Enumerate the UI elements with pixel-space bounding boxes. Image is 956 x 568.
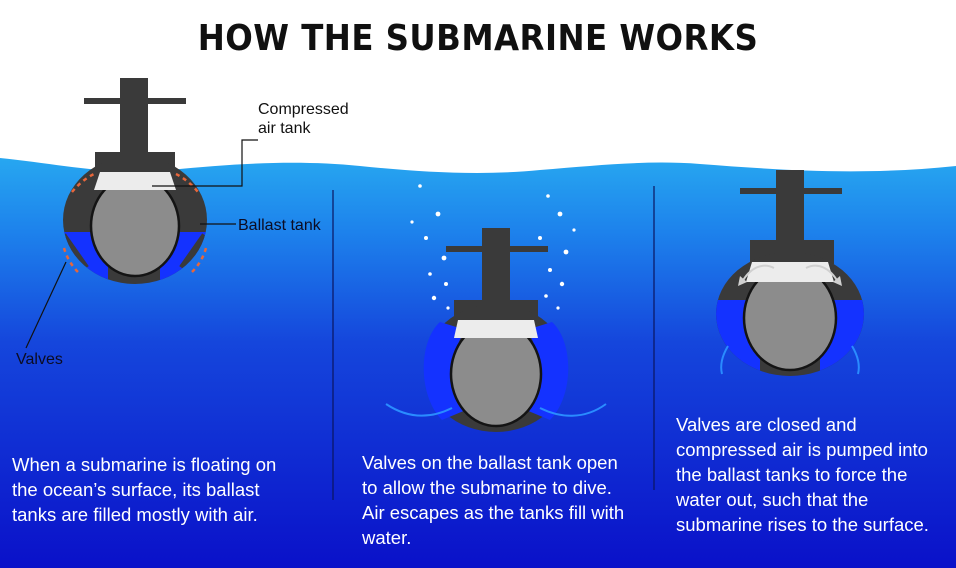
water-flow-right — [539, 403, 607, 417]
water-expel-left — [720, 345, 729, 375]
caption-diving-line2: to allow the submarine to dive. — [362, 477, 612, 498]
valve-mark-bottom-left — [62, 247, 79, 273]
label-compressed-air-line1: Compressed — [258, 101, 349, 118]
air-bubbles — [410, 184, 576, 310]
caption-diving-line4: water. — [362, 527, 412, 548]
compressed-air-tank — [454, 320, 538, 338]
caption-floating-line1: When a submarine is floating on — [12, 454, 277, 475]
caption-floating: When a submarine is floating on the ocea… — [12, 452, 276, 527]
label-compressed-air-tank: Compressed air tank — [258, 100, 349, 138]
caption-rising-line3: the ballast tanks to force the — [676, 464, 908, 485]
submarine-rising — [716, 170, 864, 376]
label-ballast-tank: Ballast tank — [238, 217, 321, 234]
caption-rising: Valves are closed and compressed air is … — [676, 412, 929, 537]
inner-hull — [89, 174, 181, 278]
arrowhead-right — [833, 276, 842, 286]
caption-diving: Valves on the ballast tank open to allow… — [362, 450, 624, 550]
water-expel-right — [851, 345, 860, 375]
valve-mark-top-left — [71, 172, 95, 193]
label-compressed-air-line2: air tank — [258, 120, 311, 137]
leader-valves — [25, 261, 67, 349]
submarine-diving — [385, 184, 607, 432]
page-title: HOW THE SUBMARINE WORKS — [197, 18, 759, 59]
caption-rising-line1: Valves are closed and — [676, 414, 857, 435]
water-flow-left — [385, 403, 453, 417]
valve-mark-bottom-right — [191, 247, 208, 273]
caption-diving-line3: Air escapes as the tanks fill with — [362, 502, 625, 523]
compressed-air-tank — [746, 262, 834, 282]
caption-floating-line3: tanks are filled mostly with air. — [12, 504, 258, 525]
label-valves: Valves — [16, 351, 63, 368]
caption-diving-line1: Valves on the ballast tank open — [362, 452, 618, 473]
caption-rising-line4: water out, such that the — [676, 489, 869, 510]
caption-rising-line2: compressed air is pumped into — [676, 439, 928, 460]
valve-mark-top-right — [175, 172, 199, 193]
air-flow-arrow-right — [805, 264, 839, 283]
ballast-divider-right — [179, 233, 207, 271]
air-flow-arrow-left — [741, 264, 775, 283]
leader-compressed-air — [152, 139, 258, 187]
caption-rising-line5: submarine rises to the surface. — [676, 514, 929, 535]
air-tank-top — [94, 172, 176, 190]
arrowhead-left — [738, 276, 747, 286]
caption-floating-line2: the ocean’s surface, its ballast — [12, 479, 260, 500]
